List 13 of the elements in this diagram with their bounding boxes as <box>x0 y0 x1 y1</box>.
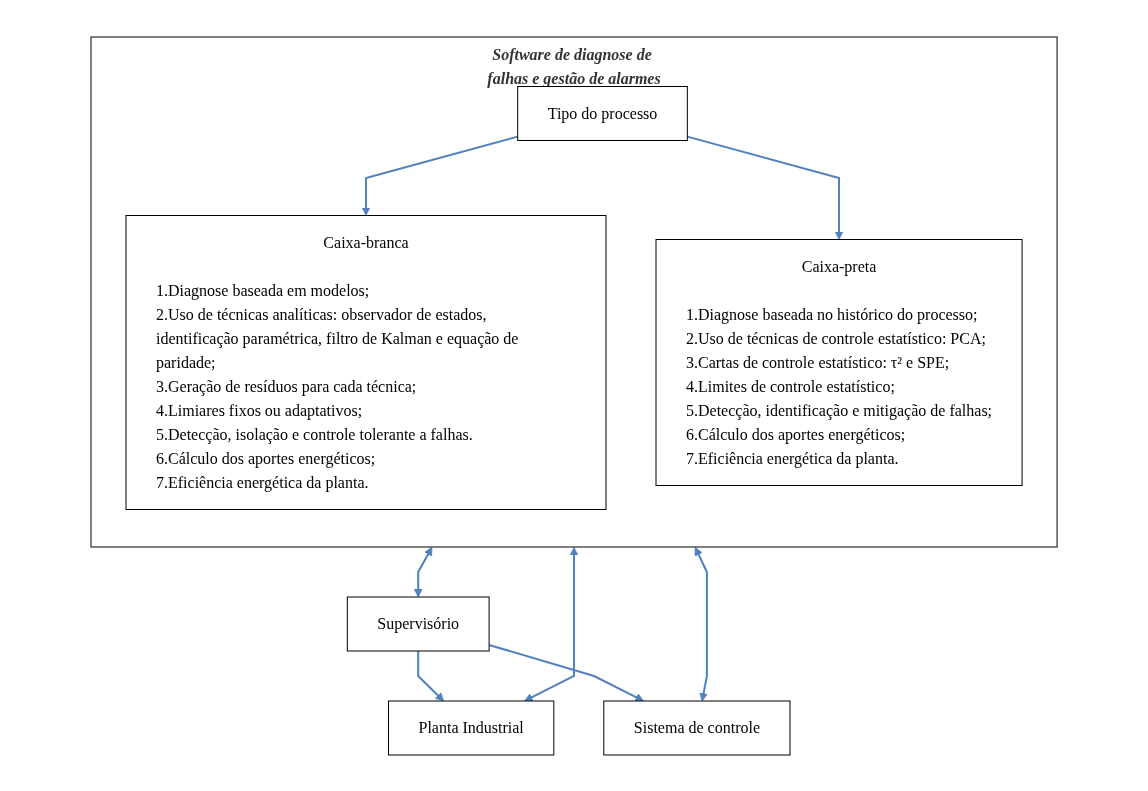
node-box: Caixa-branca 1.Diagnose baseada em modelos; 2.Uso de técnicas analíticas: observador de estados, identificação paramétrica, filtro de Kalman e equação de paridade; 3.Geração de resíduos para cada técnica; 4.Limiares fixos ou adaptativos; 5.Detecção, isolação e controle tolerante a falhas. 6.Cálculo dos aportes energéticos; 7.Eficiência energética da planta. <box>125 214 607 510</box>
arrow <box>524 546 579 701</box>
node-box: Sistema de controle <box>603 700 791 755</box>
arrow <box>417 649 445 701</box>
arrow <box>413 546 433 597</box>
node-box: Tipo do processo <box>517 85 688 141</box>
node-box: Planta Industrial <box>387 700 555 755</box>
arrow <box>686 135 844 240</box>
arrow <box>488 643 644 701</box>
node-box: Caixa-preta 1.Diagnose baseada no histórico do processo; 2.Uso de técnicas de controle estatístico: PCA; 3.Cartas de controle estatístico: τ² e SPE; 4.Limites de controle estatístico; 5.Detecção, identificação e mitigação de falhas; 6.Cálculo dos aportes energéticos; 7.Eficiência energética da planta. <box>655 238 1023 486</box>
arrow <box>361 135 519 216</box>
node-box: Supervisório <box>346 596 490 651</box>
arrow <box>694 546 708 701</box>
